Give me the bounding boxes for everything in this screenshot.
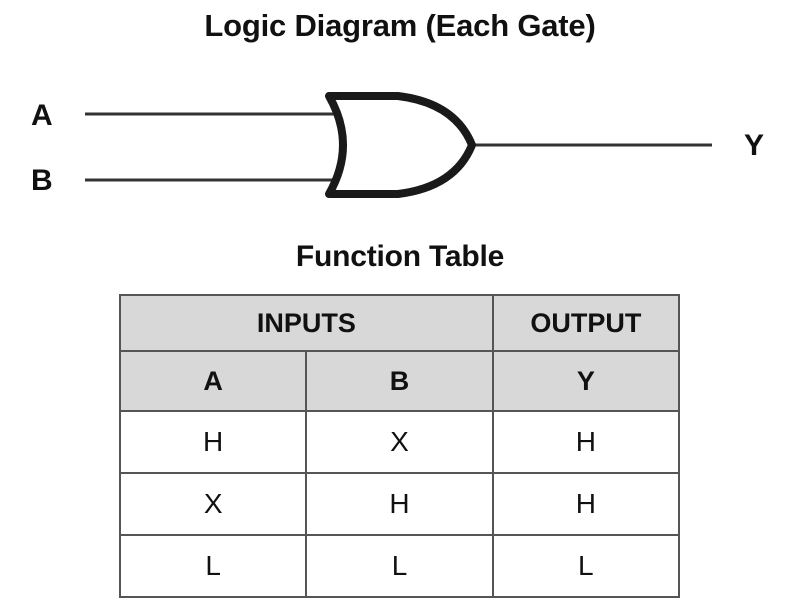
or-gate-body	[325, 92, 476, 198]
column-header-b: B	[305, 350, 494, 412]
or-gate-graphic	[85, 92, 712, 198]
input-label-a: A	[31, 99, 53, 132]
cell-a: H	[118, 410, 308, 474]
cell-b: H	[305, 472, 494, 536]
function-table: INPUTS OUTPUT A B Y H X H X H H L L L	[118, 294, 681, 598]
group-header-inputs: INPUTS	[119, 294, 494, 352]
cell-y: H	[491, 472, 681, 536]
group-header-output: OUTPUT	[491, 294, 681, 352]
cell-y: H	[491, 410, 681, 474]
cell-y: L	[491, 534, 681, 598]
table-row: X H H	[118, 472, 681, 536]
column-header-a: A	[118, 350, 308, 412]
table-row: H X H	[118, 410, 681, 474]
logic-diagram: A B Y	[0, 70, 800, 220]
output-label-y: Y	[744, 129, 765, 162]
column-header-y: Y	[491, 350, 681, 412]
function-table-header: INPUTS OUTPUT A B Y	[118, 294, 681, 412]
cell-b: X	[305, 410, 494, 474]
cell-a: X	[118, 472, 308, 536]
cell-b: L	[305, 534, 494, 598]
cell-a: L	[118, 534, 308, 598]
diagram-title: Logic Diagram (Each Gate)	[204, 8, 596, 43]
column-header-row: A B Y	[118, 350, 681, 412]
function-table-title: Function Table	[295, 240, 505, 273]
function-table-body: H X H X H H L L L	[118, 410, 681, 598]
input-label-b: B	[31, 164, 53, 197]
group-header-row: INPUTS OUTPUT	[119, 294, 681, 352]
table-row: L L L	[118, 534, 681, 598]
